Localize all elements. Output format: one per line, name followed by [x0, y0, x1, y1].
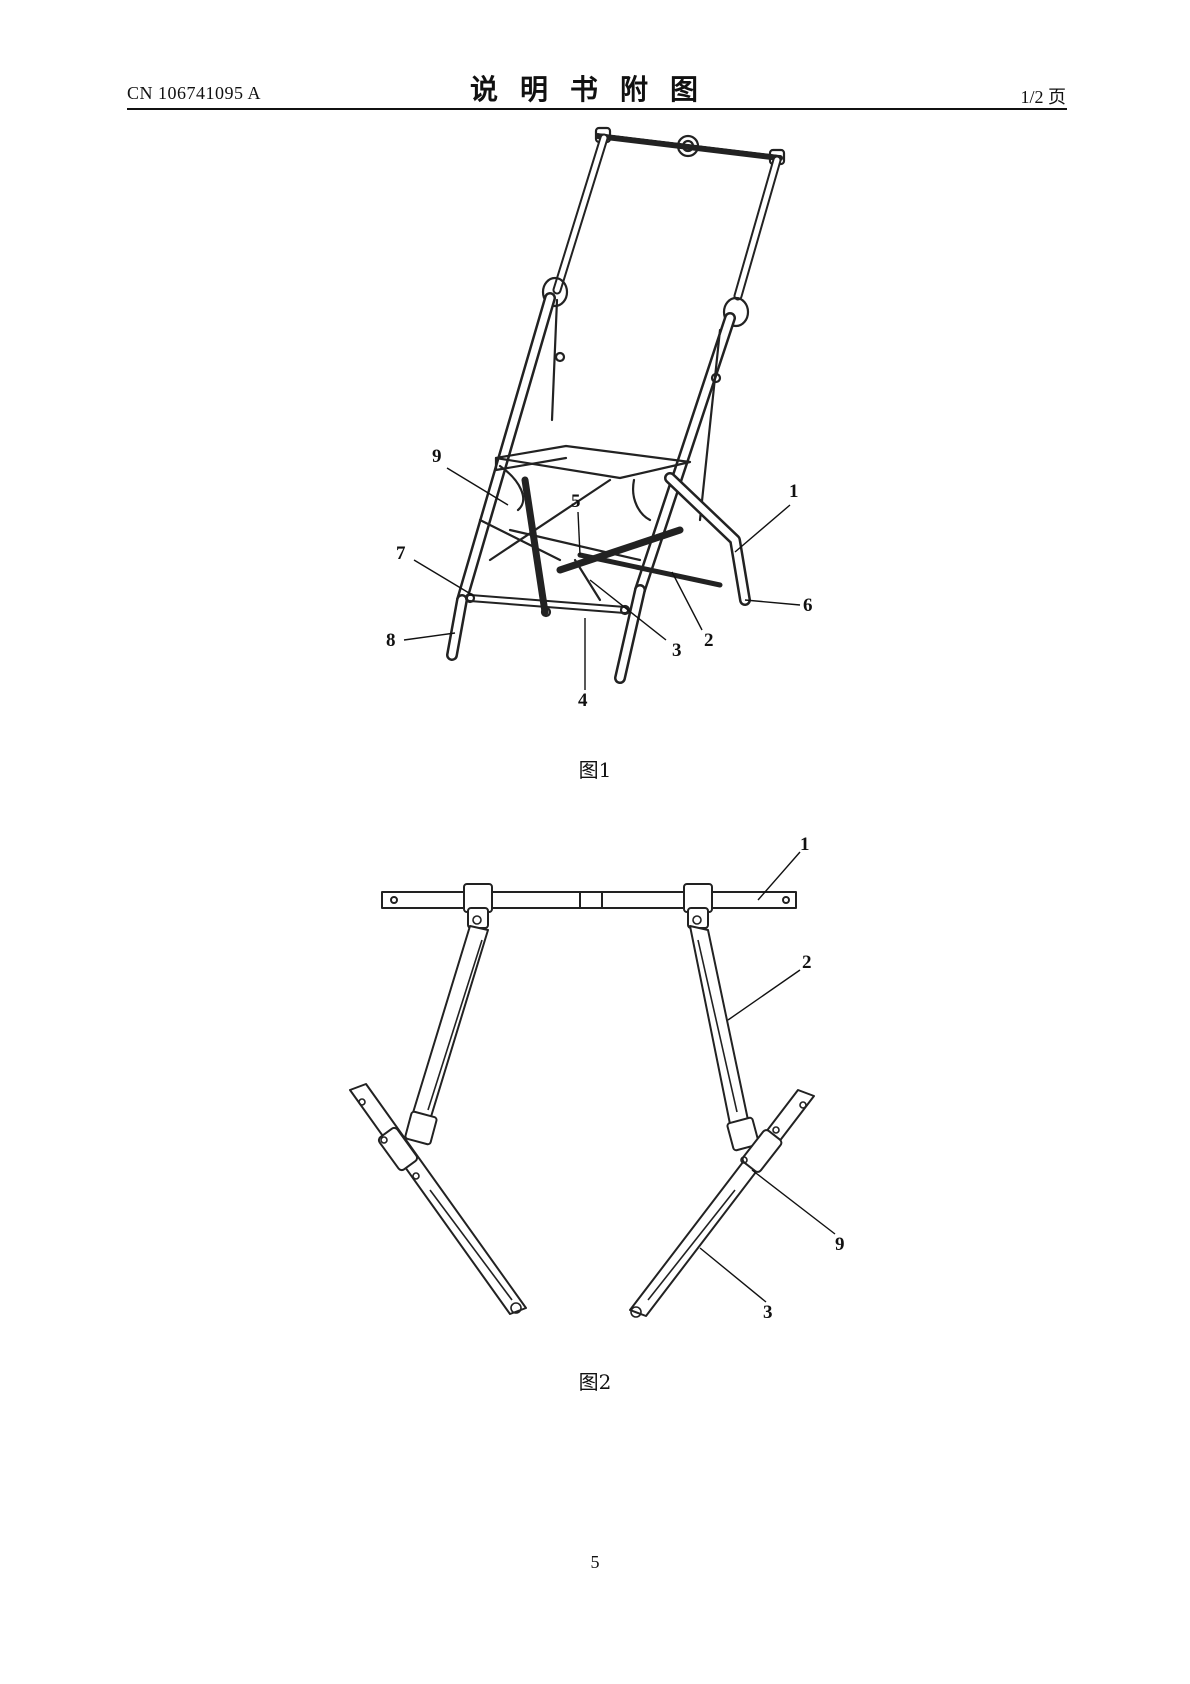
fig1-label-1: 1: [789, 481, 799, 502]
figure-2-drawing: 1 2 9 3: [349, 834, 845, 1323]
figure-1-labels: 9 5 1 7 6 8 3 2 4: [386, 446, 813, 711]
figure-1-caption: 图1: [578, 758, 612, 782]
figure-1-drawing: 9 5 1 7 6 8 3 2 4: [386, 126, 813, 711]
fig1-label-7: 7: [396, 543, 406, 564]
figure-2-labels: 1 2 9 3: [763, 834, 845, 1323]
fig1-label-9: 9: [432, 446, 442, 467]
page-number: 5: [590, 1552, 600, 1572]
page-fraction: 1/2 页: [1020, 87, 1066, 107]
fig2-label-3: 3: [763, 1302, 773, 1323]
fig1-label-2: 2: [704, 630, 714, 651]
figure-2-caption: 图2: [578, 1370, 612, 1394]
fig2-label-2: 2: [802, 952, 812, 973]
fig2-label-9: 9: [835, 1234, 845, 1255]
fig1-label-8: 8: [386, 630, 396, 651]
page-title: 说明书附图: [469, 73, 720, 106]
fig2-label-1: 1: [800, 834, 810, 855]
document-number: CN 106741095 A: [127, 83, 262, 103]
fig1-label-4: 4: [578, 690, 588, 711]
fig1-label-5: 5: [571, 491, 581, 512]
fig1-label-3: 3: [672, 640, 682, 661]
fig1-label-6: 6: [803, 595, 813, 616]
header-rule: [127, 108, 1067, 110]
